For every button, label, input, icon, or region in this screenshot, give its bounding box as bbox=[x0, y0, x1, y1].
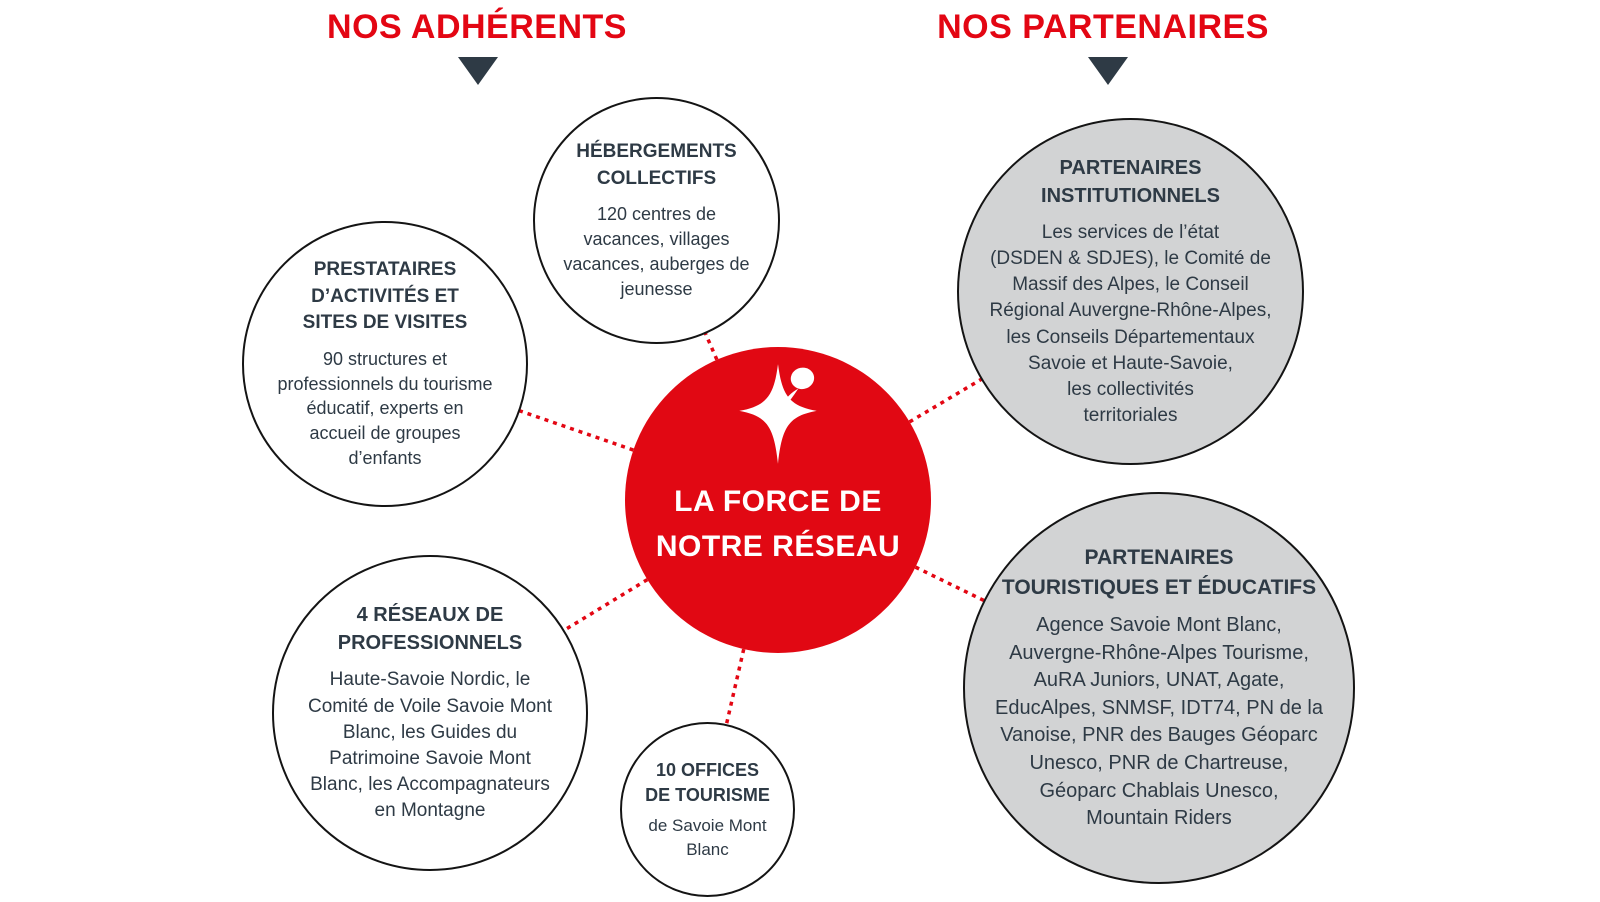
triangle-down-icon-partenaires bbox=[1088, 57, 1128, 85]
circle-body: Les services de l’état (DSDEN & SDJES), … bbox=[989, 221, 1272, 427]
circle-partenaires-institutionnels: PARTENAIRES INSTITUTIONNELS Les services… bbox=[957, 118, 1304, 465]
header-nos-adherents: NOS ADHÉRENTS bbox=[327, 8, 627, 46]
circle-body: 90 structures et professionnels du touri… bbox=[277, 348, 493, 469]
central-circle-la-force-de-notre-reseau: LA FORCE DE NOTRE RÉSEAU bbox=[625, 347, 931, 653]
circle-title: PARTENAIRES INSTITUTIONNELS bbox=[1041, 156, 1220, 207]
central-title: LA FORCE DE NOTRE RÉSEAU bbox=[655, 485, 901, 563]
circle-hebergements-collectifs: HÉBERGEMENTS COLLECTIFS 120 centres de v… bbox=[533, 97, 780, 344]
circle-body: 120 centres de vacances, villages vacanc… bbox=[563, 204, 750, 299]
circle-title: HÉBERGEMENTS COLLECTIFS bbox=[576, 141, 737, 189]
circle-partenaires-touristiques: PARTENAIRES TOURISTIQUES ET ÉDUCATIFS Ag… bbox=[963, 492, 1355, 884]
circle-body: Haute-Savoie Nordic, le Comité de Voile … bbox=[308, 669, 552, 822]
triangle-down-icon-adherents bbox=[458, 57, 498, 85]
star-person-logo bbox=[739, 364, 817, 464]
circle-title: 10 OFFICES DE TOURISME bbox=[645, 759, 770, 806]
header-nos-partenaires: NOS PARTENAIRES bbox=[937, 8, 1269, 46]
connector-prestataires bbox=[383, 362, 779, 502]
circle-body: de Savoie Mont Blanc bbox=[648, 816, 767, 859]
circle-title: PARTENAIRES TOURISTIQUES ET ÉDUCATIFS bbox=[1001, 546, 1317, 599]
circle-body: Agence Savoie Mont Blanc, Auvergne-Rhône… bbox=[995, 614, 1323, 830]
circle-prestataires-activites: PRESTATAIRES D’ACTIVITÉS ET SITES DE VIS… bbox=[242, 221, 528, 507]
circle-title: PRESTATAIRES D’ACTIVITÉS ET SITES DE VIS… bbox=[302, 259, 468, 334]
circle-title: 4 RÉSEAUX DE PROFESSIONNELS bbox=[337, 604, 523, 655]
circle-reseaux-professionnels: 4 RÉSEAUX DE PROFESSIONNELS Haute-Savoie… bbox=[272, 555, 588, 871]
circle-offices-de-tourisme: 10 OFFICES DE TOURISME de Savoie Mont Bl… bbox=[620, 722, 795, 897]
